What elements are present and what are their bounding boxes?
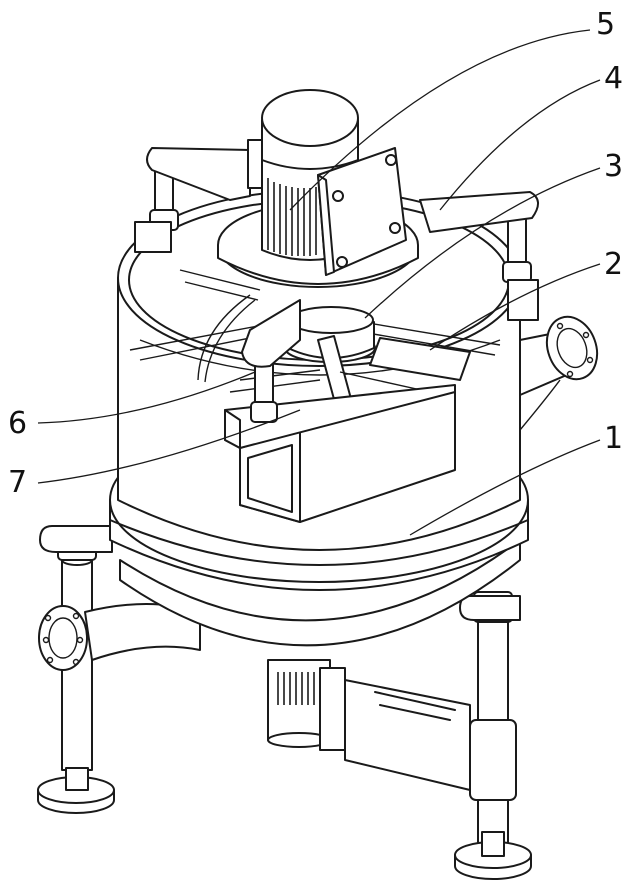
label-6: 6 [8, 406, 27, 441]
feed-duct [224, 384, 456, 523]
leader-1 [409, 439, 601, 536]
label-2: 2 [604, 247, 623, 282]
label-3: 3 [604, 149, 623, 184]
inner-mixer [129, 269, 501, 415]
leader-7 [37, 409, 301, 484]
leader-2 [429, 263, 601, 351]
outlet-pipe [38, 603, 201, 671]
top-motor [247, 89, 407, 276]
support-legs [37, 525, 532, 880]
leader-6 [37, 371, 256, 424]
inlet-pipe [519, 315, 599, 431]
label-4: 4 [604, 61, 623, 96]
leader-4 [439, 79, 601, 211]
label-7: 7 [8, 465, 27, 500]
label-1: 1 [604, 421, 623, 456]
part-labels: 5 4 3 2 1 6 7 [8, 7, 623, 500]
label-5: 5 [596, 7, 615, 42]
leader-3 [364, 167, 601, 319]
bottom-motor [267, 659, 471, 791]
leader-5 [289, 29, 591, 211]
leader-lines [37, 29, 601, 536]
